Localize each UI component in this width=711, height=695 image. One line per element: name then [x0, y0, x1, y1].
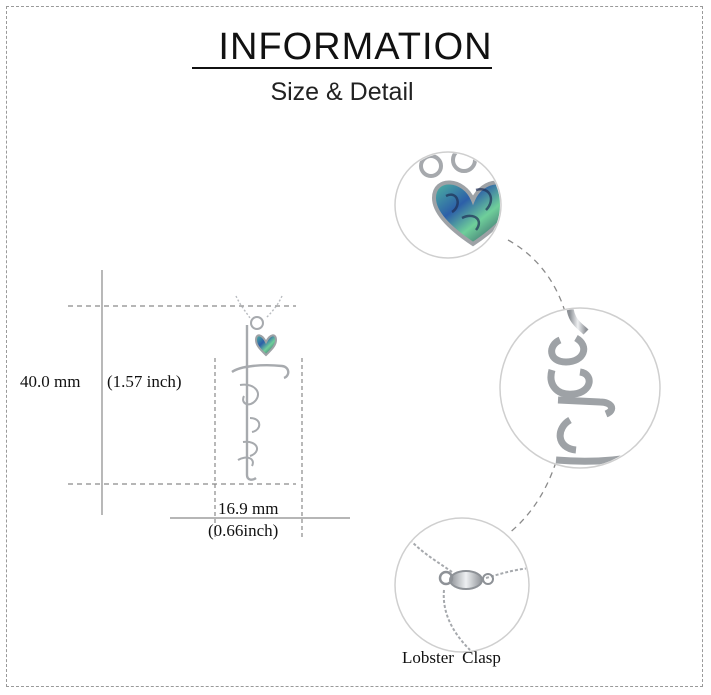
page-subtitle: Size & Detail — [270, 78, 414, 106]
pendant-illustration — [231, 295, 290, 481]
height-inch-label: (1.57 inch) — [107, 372, 182, 391]
page-title: INFORMATION — [218, 26, 493, 68]
dashed-frame — [6, 6, 703, 687]
height-mm-label: 40.0 mm — [20, 372, 81, 391]
width-mm-label: 16.9 mm — [218, 499, 279, 518]
lobster-clasp-label: Lobster Clasp — [402, 648, 501, 667]
width-inch-label: (0.66inch) — [208, 521, 279, 540]
dimension-guides — [68, 270, 350, 540]
title-underline — [192, 67, 492, 69]
detail-circle-script — [499, 307, 661, 469]
connector-lines — [507, 239, 567, 535]
detail-circle-heart — [394, 151, 502, 259]
detail-circle-clasp — [394, 517, 530, 653]
